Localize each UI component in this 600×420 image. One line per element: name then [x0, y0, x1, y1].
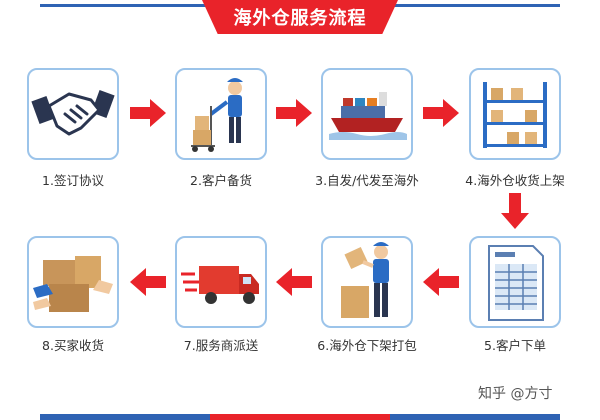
watermark: 知乎 @方寸	[478, 386, 553, 402]
step-card-1	[27, 68, 119, 160]
arrow-right-icon	[423, 99, 459, 127]
step-card-7	[175, 236, 267, 328]
page-title: 海外仓服务流程	[202, 0, 398, 34]
worker-packing-icon	[341, 242, 389, 318]
step-label-6: 6.海外仓下架打包	[317, 338, 417, 353]
arrow-right-icon	[130, 99, 166, 127]
arrow-down-icon	[501, 193, 529, 229]
footer-divider-left	[40, 414, 210, 420]
step-label-7: 7.服务商派送	[183, 338, 259, 353]
step-label-8: 8.买家收货	[42, 338, 104, 353]
header-divider-right	[390, 4, 560, 7]
step-label-2: 2.客户备货	[190, 173, 252, 188]
step-card-4	[469, 68, 561, 160]
warehouse-shelf-icon	[483, 82, 547, 148]
step-label-1: 1.签订协议	[42, 173, 104, 188]
arrow-right-icon	[276, 99, 312, 127]
arrow-left-icon	[276, 268, 312, 296]
step-card-3	[321, 68, 413, 160]
step-card-2	[175, 68, 267, 160]
step-label-3: 3.自发/代发至海外	[315, 173, 419, 188]
step-label-5: 5.客户下单	[484, 338, 546, 353]
footer-divider-right	[390, 414, 560, 420]
arrow-left-icon	[130, 268, 166, 296]
cargo-ship-icon	[329, 92, 407, 140]
arrow-left-icon	[423, 268, 459, 296]
order-form-icon	[488, 245, 544, 321]
handshake-icon	[31, 89, 115, 136]
step-card-5	[469, 236, 561, 328]
delivery-truck-icon	[181, 266, 259, 304]
step-card-6	[321, 236, 413, 328]
footer-divider-center	[210, 414, 390, 420]
receive-boxes-icon	[33, 256, 113, 312]
worker-pushing-boxes-icon	[191, 78, 243, 152]
header-divider-left	[40, 4, 210, 7]
step-label-4: 4.海外仓收货上架	[465, 173, 565, 188]
step-card-8	[27, 236, 119, 328]
